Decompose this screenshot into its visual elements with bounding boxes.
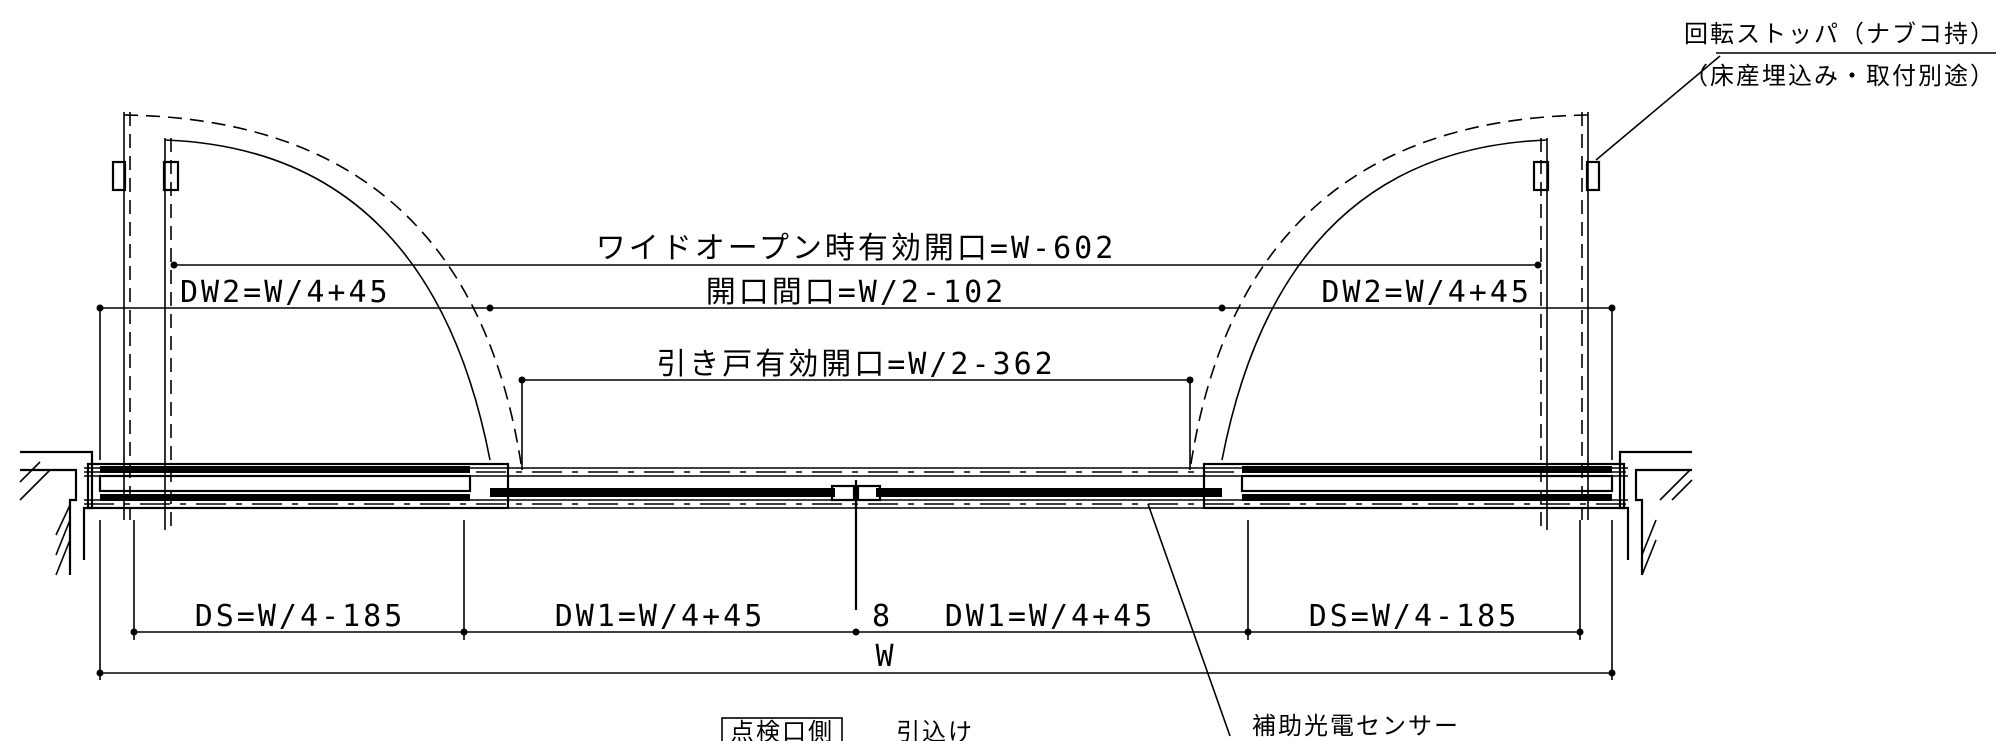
ds-right-label: DS=W/4-185 bbox=[1309, 599, 1520, 634]
pivot-posts bbox=[111, 112, 1601, 530]
stopper-note-line1: 回転ストッパ（ナブコ持） bbox=[1684, 20, 1996, 48]
inspection-box bbox=[721, 717, 843, 741]
sliding-effective-label: 引き戸有効開口=W/2-362 bbox=[656, 347, 1056, 382]
gap-label: 8 bbox=[872, 599, 893, 634]
rotation-stopper-right bbox=[1585, 160, 1601, 192]
right-wall bbox=[1618, 450, 1693, 576]
dimension-lines bbox=[96, 261, 1616, 680]
dw1-right-label: DW1=W/4+45 bbox=[945, 599, 1156, 634]
sliding-leaf-right bbox=[856, 484, 1222, 502]
dw2-left-label: DW2=W/4+45 bbox=[180, 275, 391, 310]
stopper-leader bbox=[1595, 55, 1721, 161]
aux-sensor-note: 補助光電センサー bbox=[1252, 712, 1460, 740]
opening-label: 開口間口=W/2-102 bbox=[706, 275, 1007, 310]
sensor-leader bbox=[1147, 503, 1231, 737]
fixed-screen-right bbox=[1240, 466, 1614, 501]
ds-left-label: DS=W/4-185 bbox=[195, 599, 406, 634]
inspection-note: 引込け bbox=[896, 718, 974, 741]
stopper-note-line2: （床産埋込み・取付別途） bbox=[1684, 62, 1996, 90]
left-wall bbox=[19, 450, 94, 576]
swing-arcs bbox=[123, 114, 1589, 471]
fixed-screen-left bbox=[98, 466, 472, 501]
sliding-leaf-left bbox=[490, 484, 856, 502]
total-width-label: W bbox=[875, 639, 896, 674]
wide-open-label: ワイドオープン時有効開口=W-602 bbox=[596, 231, 1117, 266]
dw1-left-label: DW1=W/4+45 bbox=[555, 599, 766, 634]
dw2-right-label: DW2=W/4+45 bbox=[1321, 275, 1532, 310]
inspection-box-label: 点検口側 bbox=[730, 718, 834, 741]
